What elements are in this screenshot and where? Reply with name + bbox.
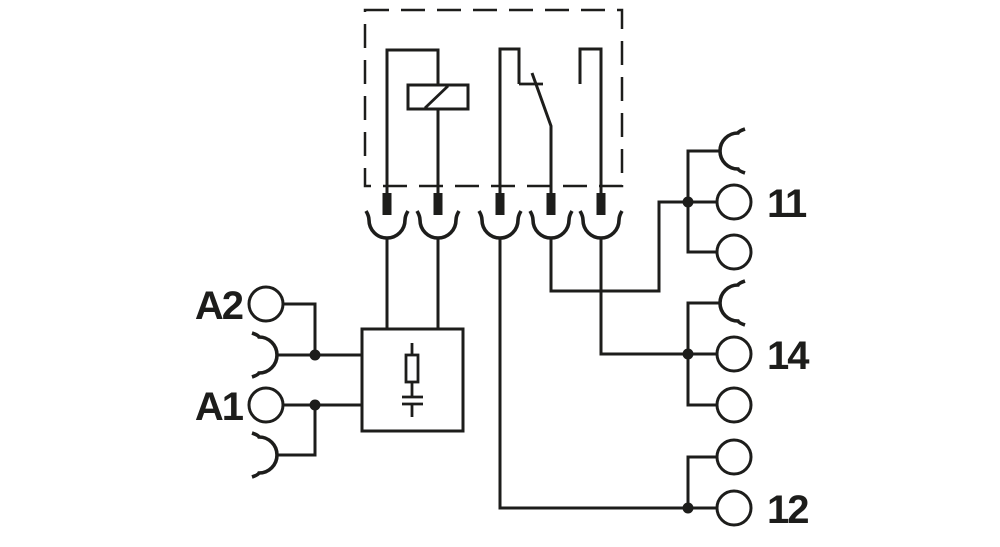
terminal-group-14: 14 xyxy=(686,279,812,424)
junction-dot xyxy=(682,502,694,514)
screw-terminal-icon xyxy=(715,489,753,527)
spare-socket-icon xyxy=(718,279,746,327)
spare-socket-icon xyxy=(251,331,279,379)
screw-terminal-icon xyxy=(247,285,285,323)
dashed-boundary-rect xyxy=(363,8,624,188)
plug-terminal-4 xyxy=(528,193,574,240)
socket-cup-icon xyxy=(578,210,624,240)
socket-cup-icon xyxy=(364,210,410,240)
pin-icon xyxy=(596,193,606,215)
pin-icon xyxy=(495,193,505,215)
terminal-label-a1: A1 xyxy=(195,385,244,429)
screw-terminal-icon xyxy=(715,438,753,476)
pin-icon xyxy=(546,193,556,215)
terminal-label-a2: A2 xyxy=(195,284,243,328)
protection-module-box xyxy=(360,327,465,433)
terminal-group-12: 12 xyxy=(686,438,810,532)
bus-wire-12 xyxy=(686,455,717,510)
screw-terminal-icon xyxy=(715,183,753,221)
screw-terminal-icon xyxy=(247,386,285,424)
socket-cup-icon xyxy=(528,210,574,240)
wire-pin3-to-12 xyxy=(498,238,688,510)
pin-icon xyxy=(433,193,443,215)
terminal-group-11: 11 xyxy=(686,127,809,271)
screw-terminal-icon xyxy=(715,386,753,424)
plug-terminal-3 xyxy=(477,193,523,240)
plug-in-terminals xyxy=(364,193,624,240)
wire-a2-to-junction xyxy=(283,302,317,355)
wire-a1-junction-to-spare xyxy=(277,405,317,457)
nc-fixed-contact-wire xyxy=(498,47,521,193)
wiring xyxy=(277,200,688,510)
wire-pin5-to-14 xyxy=(599,238,688,356)
terminal-label-11: 11 xyxy=(767,182,807,226)
coil-diagonal-slash xyxy=(424,84,449,110)
pin-icon xyxy=(382,193,392,215)
relay-enclosure-dashed-outline xyxy=(363,8,624,188)
terminal-label-12: 12 xyxy=(767,488,808,532)
junction-dot xyxy=(309,399,321,411)
screw-terminal-icon xyxy=(715,233,753,271)
plug-terminal-1 xyxy=(364,193,410,240)
plug-terminal-2 xyxy=(415,193,461,240)
coil-wire-left xyxy=(385,48,440,193)
junction-dot xyxy=(309,349,321,361)
wire-pin4-to-11 xyxy=(549,200,688,293)
terminal-label-14: 14 xyxy=(767,334,810,378)
screw-terminal-icon xyxy=(715,335,753,373)
terminal-group-a2: A2 xyxy=(195,284,285,379)
changeover-contact-symbol xyxy=(498,47,603,193)
spare-socket-icon xyxy=(718,127,746,175)
plug-terminal-5 xyxy=(578,193,624,240)
terminal-group-a1: A1 xyxy=(195,385,285,479)
socket-cup-icon xyxy=(415,210,461,240)
spare-socket-icon xyxy=(251,431,279,479)
junction-dot xyxy=(682,348,694,360)
moving-contact-wire xyxy=(530,72,553,193)
socket-cup-icon xyxy=(477,210,523,240)
junction-dot xyxy=(682,196,694,208)
junction-dots xyxy=(309,196,694,514)
no-fixed-contact-wire xyxy=(578,47,603,193)
relay-coil-symbol xyxy=(385,48,470,193)
